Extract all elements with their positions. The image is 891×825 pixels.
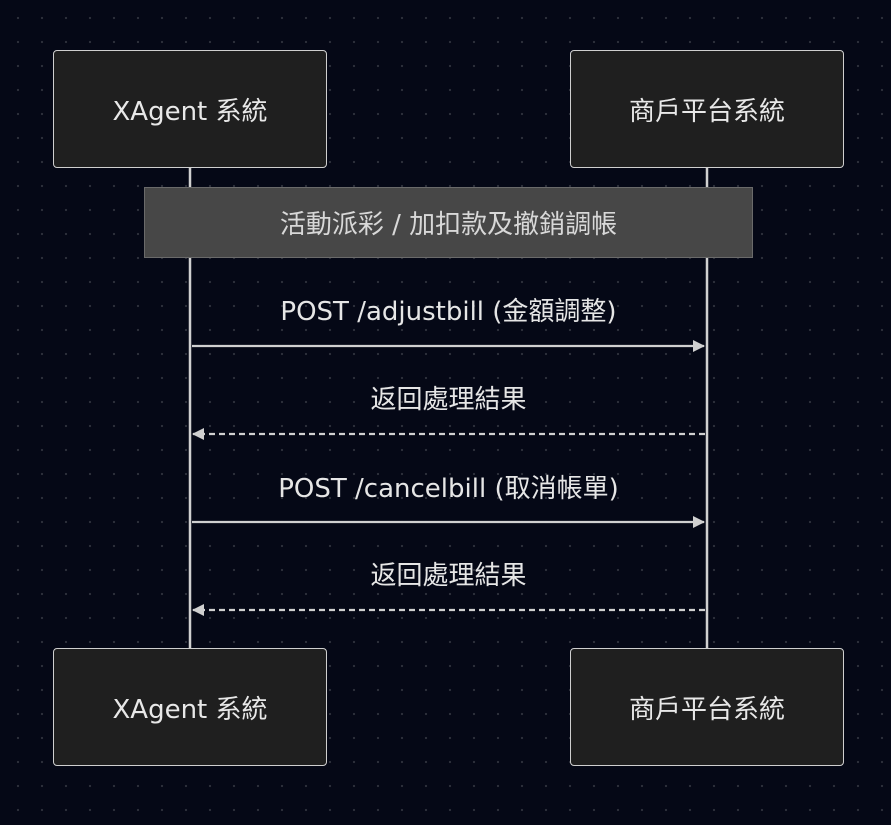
message-label-cancelbill: POST /cancelbill (取消帳單) — [278, 474, 619, 504]
actor-merchant-top-label: 商戶平台系統 — [628, 96, 785, 127]
message-label-cancelbill-response: 返回處理結果 — [370, 561, 527, 591]
actor-merchant-bottom: 商戶平台系統 — [570, 648, 844, 766]
actor-xagent-top: XAgent 系統 — [53, 50, 327, 168]
actor-xagent-bottom-label: XAgent 系統 — [112, 694, 268, 725]
note: 活動派彩 / 加扣款及撤銷調帳 — [144, 187, 753, 258]
message-label-adjustbill: POST /adjustbill (金額調整) — [280, 297, 617, 327]
actor-xagent-top-label: XAgent 系統 — [112, 96, 268, 127]
note-label: 活動派彩 / 加扣款及撤銷調帳 — [279, 210, 618, 240]
actor-merchant-top: 商戶平台系統 — [570, 50, 844, 168]
actor-merchant-bottom-label: 商戶平台系統 — [628, 694, 785, 725]
message-label-adjustbill-response: 返回處理結果 — [370, 385, 527, 415]
actor-xagent-bottom: XAgent 系統 — [53, 648, 327, 766]
